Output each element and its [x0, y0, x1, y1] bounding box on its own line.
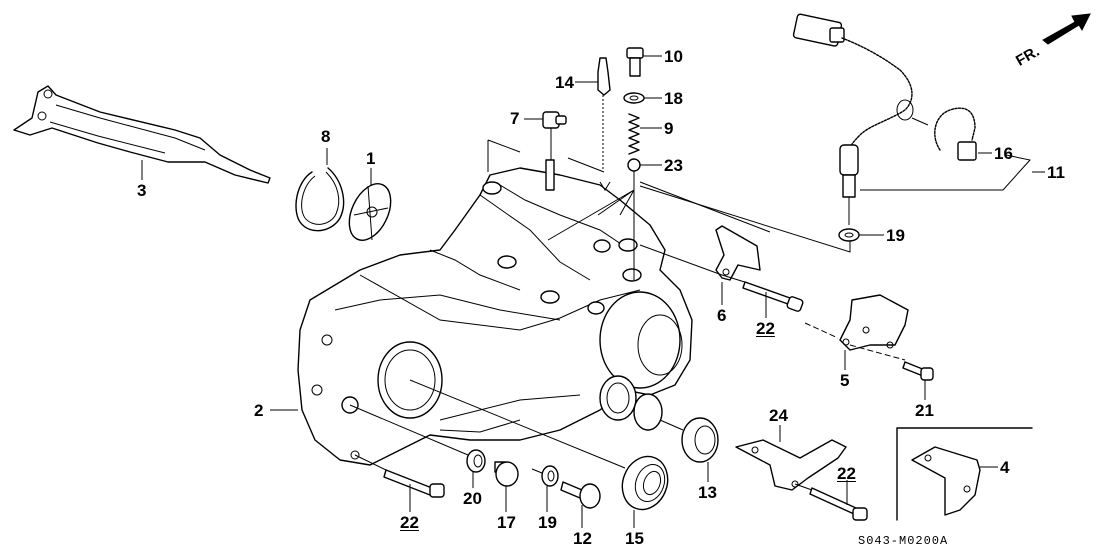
- callout-21: 21: [915, 401, 934, 420]
- part-16-clip[interactable]: [934, 107, 977, 161]
- part-14-breather[interactable]: [597, 57, 611, 170]
- part-23-ball[interactable]: [627, 158, 641, 172]
- assembly-line-a: [487, 139, 521, 172]
- part-1-plate[interactable]: [341, 177, 399, 247]
- part-6-bracket[interactable]: [715, 225, 761, 281]
- callout-1: 1: [366, 149, 376, 168]
- callout-10: 10: [664, 47, 683, 66]
- callout-12: 12: [573, 529, 592, 548]
- part-13-plug[interactable]: [681, 417, 719, 463]
- callout-19-lower: 19: [538, 513, 557, 532]
- part-8-snap-ring[interactable]: [295, 167, 345, 232]
- callout-19-upper: 19: [886, 226, 905, 245]
- arrow-mark: [599, 181, 611, 191]
- part-4-bracket[interactable]: [911, 446, 981, 516]
- callout-3: 3: [137, 181, 147, 200]
- assembly-line-20: [349, 404, 469, 456]
- callout-15: 15: [625, 529, 644, 548]
- callout-17: 17: [497, 513, 516, 532]
- part-15-oil-seal[interactable]: [615, 450, 675, 516]
- assembly-line-5: [804, 322, 906, 361]
- part-12-plug[interactable]: [560, 481, 601, 509]
- assembly-line-b: [567, 157, 771, 233]
- callout-22-lower-left: 22: [400, 513, 419, 532]
- assembly-line-22-lower-left: [354, 454, 387, 471]
- callout-22-lower-right: 22: [837, 464, 856, 483]
- part-5-bracket[interactable]: [839, 294, 909, 351]
- part-22-bolt-middle[interactable]: [742, 281, 804, 312]
- part-2-transmission-housing[interactable]: [297, 167, 693, 466]
- callout-8: 8: [321, 127, 331, 146]
- callout-7: 7: [510, 109, 520, 128]
- callout-18: 18: [664, 89, 683, 108]
- part-9-spring[interactable]: [628, 113, 640, 155]
- assembly-lines-c: [547, 189, 635, 241]
- part-7-stopper[interactable]: [542, 111, 567, 191]
- part-22-bolt-lower-left[interactable]: [383, 469, 445, 498]
- callout-23: 23: [664, 156, 683, 175]
- assembly-line-19-lower: [531, 468, 543, 474]
- assembly-line-13: [659, 419, 684, 431]
- diagram-code: S043-M0200A: [858, 534, 949, 548]
- part-19-washer-lower[interactable]: [541, 465, 559, 487]
- callout-4: 4: [1000, 458, 1010, 477]
- callout-2: 2: [254, 401, 264, 420]
- callout-9: 9: [664, 119, 674, 138]
- assembly-line-6: [639, 244, 749, 284]
- part-24-bracket[interactable]: [735, 439, 847, 491]
- callout-13: 13: [698, 483, 717, 502]
- assembly-line-22: [794, 483, 813, 491]
- part-11-switch-assembly[interactable]: [792, 13, 929, 225]
- part-3-bracket-arm[interactable]: [13, 85, 271, 184]
- callout-24: 24: [769, 406, 788, 425]
- part-10-bolt[interactable]: [626, 47, 644, 77]
- callout-14: 14: [555, 73, 574, 92]
- inset-frame: [896, 427, 1033, 521]
- callout-20: 20: [463, 489, 482, 508]
- callout-6: 6: [717, 306, 727, 325]
- callout-5: 5: [840, 371, 850, 390]
- leader-11-bracket: [860, 154, 1031, 191]
- part-18-washer[interactable]: [623, 92, 645, 104]
- callout-16: 16: [994, 144, 1013, 163]
- front-direction-arrow-icon: [1042, 13, 1091, 45]
- part-19-washer-upper[interactable]: [838, 228, 860, 242]
- assembly-line-15: [409, 379, 626, 469]
- callout-11: 11: [1047, 163, 1065, 182]
- part-20-washer[interactable]: [466, 449, 486, 473]
- part-17-drain-plug[interactable]: [494, 461, 519, 487]
- part-21-bolt[interactable]: [902, 361, 934, 381]
- part-22-bolt-lower-right[interactable]: [809, 487, 868, 521]
- callout-22-middle: 22: [756, 319, 775, 338]
